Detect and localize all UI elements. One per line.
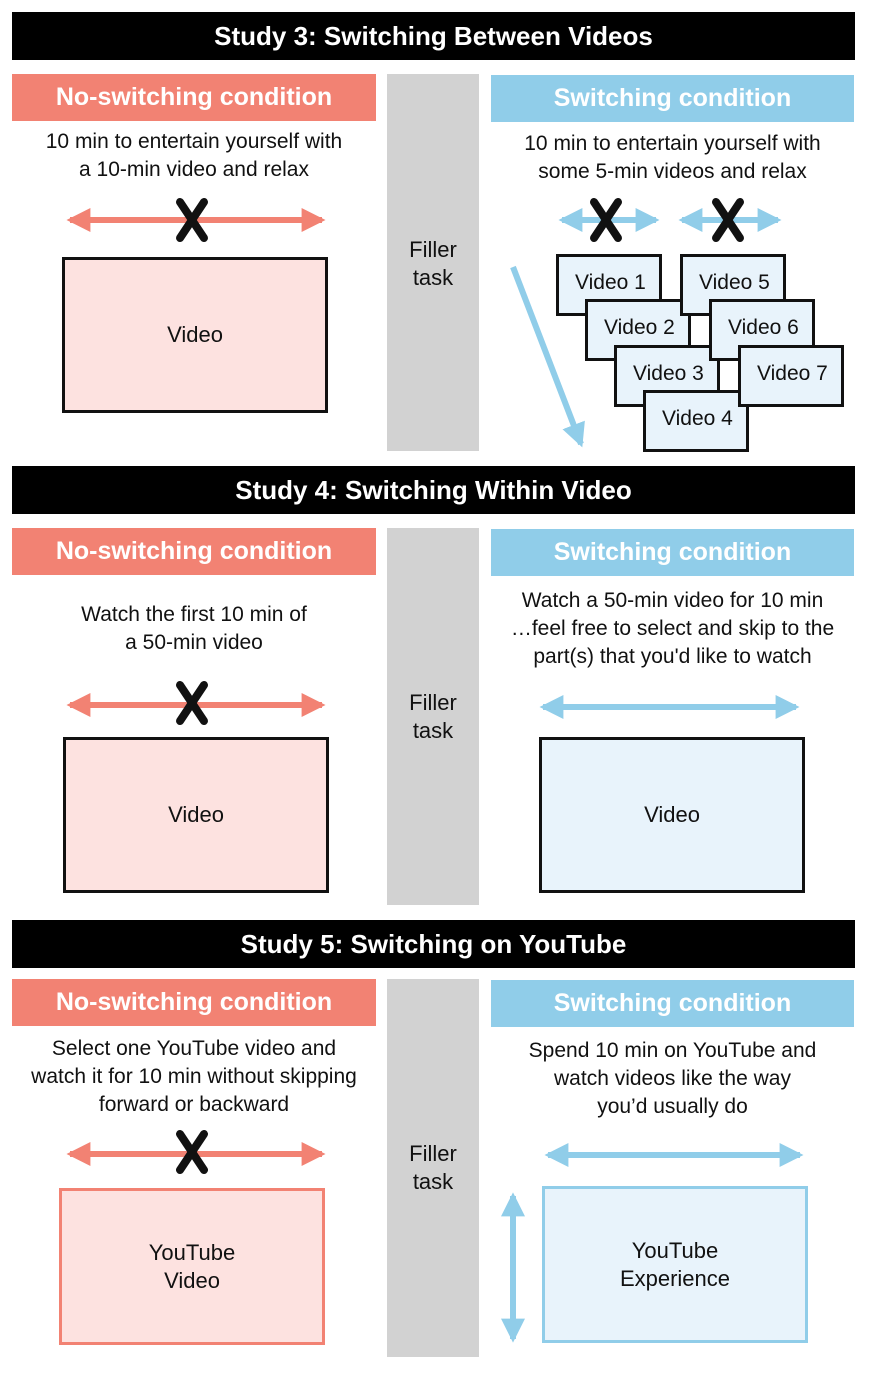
study3-switching-cross-icon-left xyxy=(590,198,622,242)
study4-switching-label: Switching condition xyxy=(491,529,854,576)
video-card-2: Video 2 xyxy=(585,299,691,361)
study3-sequence-diagonal-arrow xyxy=(510,265,585,448)
study3-switching-label: Switching condition xyxy=(491,75,854,122)
study4-no-skip-cross-icon xyxy=(176,681,208,725)
study5-no-skip-cross-icon xyxy=(176,1130,208,1174)
study5-switching-label: Switching condition xyxy=(491,980,854,1027)
study3-switching-cross-icon-right xyxy=(712,198,744,242)
study3-filler-panel xyxy=(387,74,479,451)
study3-filler-label: Filler task xyxy=(409,237,457,290)
study5-filler-label: Filler task xyxy=(409,1141,457,1194)
study3-video-box: Video xyxy=(62,257,328,413)
study5-no-switching-label: No-switching condition xyxy=(12,979,376,1026)
study4-no-switching-label: No-switching condition xyxy=(12,528,376,575)
study4-title: Study 4: Switching Within Video xyxy=(12,466,855,514)
study5-filler-panel xyxy=(387,979,479,1357)
study4-filler-panel xyxy=(387,528,479,905)
study3-title: Study 3: Switching Between Videos xyxy=(12,12,855,60)
study4-switching-video-box: Video xyxy=(539,737,805,893)
study4-filler-label: Filler task xyxy=(409,690,457,743)
video-card-7: Video 7 xyxy=(738,345,844,407)
study5-title: Study 5: Switching on YouTube xyxy=(12,920,855,968)
study3-no-switching-label: No-switching condition xyxy=(12,74,376,121)
video-card-4: Video 4 xyxy=(643,390,749,452)
study3-no-skip-cross-icon xyxy=(176,198,208,242)
study4-no-switching-video-box: Video xyxy=(63,737,329,893)
study4-switching-desc: Watch a 50-min video for 10 min…feel fre… xyxy=(510,589,835,668)
